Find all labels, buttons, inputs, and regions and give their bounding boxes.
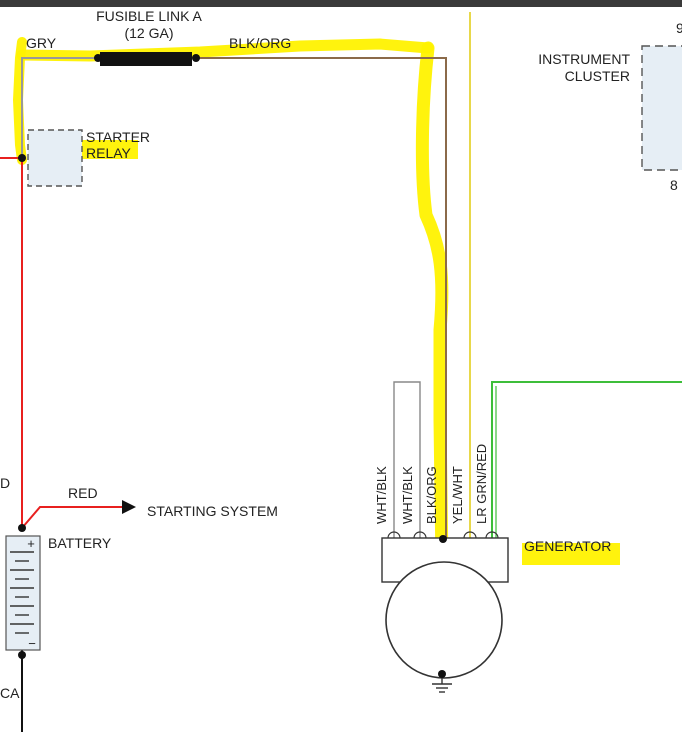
generator-pin-hooks bbox=[387, 531, 499, 539]
blk-org-wire-label: BLK/ORG bbox=[229, 35, 291, 51]
battery-positive-terminal bbox=[18, 524, 26, 532]
left-edge-label-d: D bbox=[0, 475, 10, 491]
highlight-starter-relay-label bbox=[80, 140, 138, 159]
left-edge-label-ca: CA bbox=[0, 685, 20, 701]
wht-blk-loop-wire bbox=[393, 381, 421, 538]
pin-label-lr-grn-red: LR GRN/RED bbox=[474, 444, 489, 524]
battery-label: BATTERY bbox=[48, 535, 112, 551]
starter-relay-label-2: RELAY bbox=[86, 145, 132, 161]
starter-relay-label: STARTER bbox=[86, 129, 150, 145]
red-starting-system-wire bbox=[21, 506, 122, 529]
highlight-blk-org-wire bbox=[415, 41, 449, 573]
fusible-link-end-left bbox=[94, 54, 102, 62]
battery-cell-plates bbox=[10, 551, 34, 634]
instrument-cluster-label: INSTRUMENT bbox=[538, 51, 630, 67]
window-top-bar bbox=[0, 0, 682, 7]
pin-label-yel-wht: YEL/WHT bbox=[450, 466, 465, 524]
generator-label: GENERATOR bbox=[524, 538, 611, 554]
ground-symbol-icon bbox=[432, 678, 452, 693]
fusible-link-gauge-label: (12 GA) bbox=[124, 25, 173, 41]
gry-wire-label: GRY bbox=[26, 35, 57, 51]
battery-negative-terminal bbox=[18, 651, 26, 659]
instrument-cluster bbox=[641, 45, 682, 171]
highlight-generator-label bbox=[522, 543, 620, 565]
battery-minus-sign: − bbox=[28, 636, 36, 651]
blk-org-wire bbox=[195, 57, 447, 538]
red-wire-label: RED bbox=[68, 485, 98, 501]
starter-relay-connector bbox=[18, 154, 26, 162]
highlight-top-wire bbox=[16, 38, 434, 62]
generator-ground-terminal bbox=[438, 670, 446, 678]
fusible-link-label: FUSIBLE LINK A bbox=[96, 8, 202, 24]
generator-body bbox=[385, 561, 503, 679]
pin-label-wht-blk-1: WHT/BLK bbox=[374, 466, 389, 524]
starter-relay bbox=[27, 129, 83, 187]
starting-system-label: STARTING SYSTEM bbox=[147, 503, 278, 519]
instrument-cluster-label-2: CLUSTER bbox=[565, 68, 630, 84]
fusible-link-a bbox=[100, 52, 192, 66]
starting-system-arrow bbox=[122, 500, 136, 514]
cluster-pin-top-label: 9 bbox=[676, 20, 682, 36]
fusible-link-end-right bbox=[192, 54, 200, 62]
cluster-pin-bottom-label: 8 bbox=[670, 177, 678, 193]
generator-blk-org-terminal bbox=[439, 535, 447, 543]
gry-wire bbox=[21, 57, 100, 158]
pin-label-wht-blk-2: WHT/BLK bbox=[400, 466, 415, 524]
battery bbox=[5, 535, 41, 651]
lr-grn-red-wire bbox=[491, 381, 682, 538]
battery-plus-sign: + bbox=[27, 536, 35, 551]
pin-label-blk-org: BLK/ORG bbox=[424, 466, 439, 524]
